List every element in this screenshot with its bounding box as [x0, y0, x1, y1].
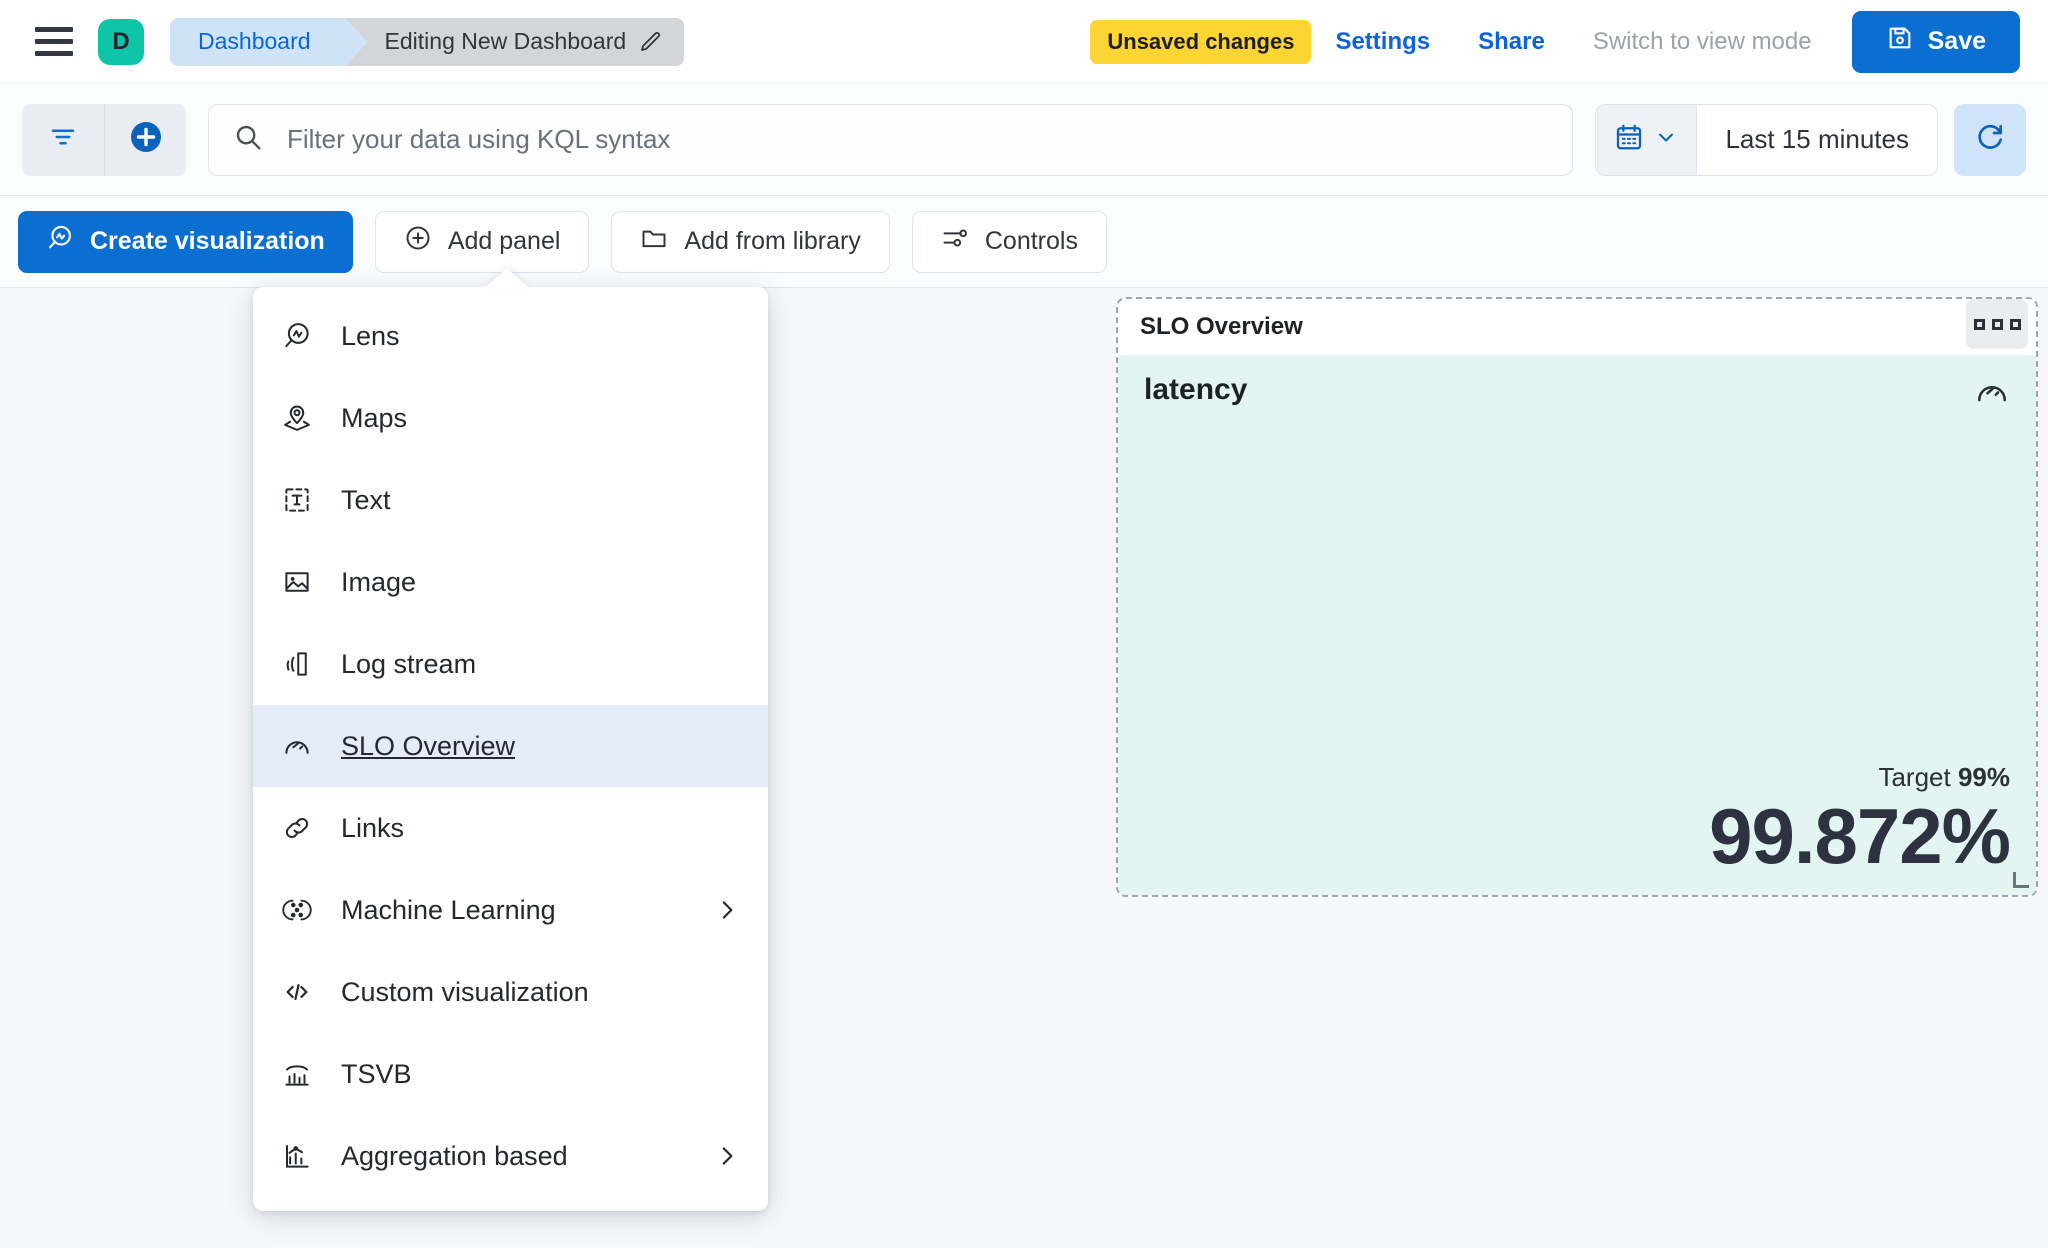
machine-learning-icon: [281, 894, 313, 926]
filter-options-button[interactable]: [22, 104, 104, 176]
time-range-display[interactable]: Last 15 minutes: [1725, 124, 1909, 154]
slo-name: latency: [1144, 373, 1248, 406]
chevron-right-icon: [714, 1143, 740, 1169]
log-stream-icon: [281, 648, 313, 680]
menu-item-maps[interactable]: Maps: [253, 377, 768, 459]
aggregation-icon: [281, 1140, 313, 1172]
panel-resize-handle[interactable]: [2013, 872, 2029, 888]
controls-button[interactable]: Controls: [911, 210, 1107, 273]
slo-overview-content: latency Target 99% 99.872%: [1118, 355, 2036, 895]
menu-item-custom-visualization[interactable]: Custom visualization: [253, 951, 768, 1033]
chevron-right-icon: [714, 897, 740, 923]
refresh-icon: [1974, 121, 2006, 158]
pencil-icon[interactable]: [638, 30, 662, 54]
dashboard-panel-slo-overview[interactable]: SLO Overview latency Target: [1116, 297, 2038, 897]
breadcrumb-dashboard-label: Dashboard: [198, 28, 311, 54]
gauge-icon: [281, 730, 313, 762]
search-icon: [233, 122, 263, 157]
plus-circle-icon: [404, 224, 432, 259]
gauge-icon: [1974, 373, 2010, 414]
menu-item-text[interactable]: Text: [253, 459, 768, 541]
create-visualization-label: Create visualization: [90, 227, 325, 255]
slo-header-row: latency: [1144, 373, 2010, 414]
menu-item-label: SLO Overview: [341, 730, 516, 761]
add-panel-label: Add panel: [447, 227, 561, 255]
popover-arrow: [485, 268, 529, 288]
menu-item-slo-overview[interactable]: SLO Overview: [253, 705, 768, 787]
save-disk-icon: [1886, 24, 1914, 59]
panel-context-menu-icon[interactable]: [1966, 299, 2028, 349]
text-box-icon: [281, 484, 313, 516]
menu-item-links[interactable]: Links: [253, 787, 768, 869]
menu-item-machine-learning[interactable]: Machine Learning: [253, 869, 768, 951]
map-marker-icon: [281, 402, 313, 434]
save-button-label: Save: [1927, 27, 1986, 55]
add-circle-icon: [128, 119, 164, 160]
code-icon: [281, 976, 313, 1008]
menu-item-label: Custom visualization: [341, 976, 589, 1007]
space-avatar[interactable]: D: [98, 18, 144, 65]
date-picker: Last 15 minutes: [1595, 103, 1938, 176]
settings-link[interactable]: Settings: [1335, 27, 1431, 55]
filter-button-group: [22, 103, 186, 176]
menu-item-label: Text: [341, 484, 391, 515]
add-panel-menu: Lens Maps Text Image: [253, 268, 768, 1211]
date-quick-select-button[interactable]: [1596, 104, 1698, 175]
breadcrumb-editing-label: Editing New Dashboard: [384, 28, 627, 54]
app-header: D Dashboard Editing New Dashboard Unsave…: [0, 0, 2048, 84]
breadcrumb: Dashboard Editing New Dashboard: [170, 17, 685, 66]
save-button[interactable]: Save: [1851, 10, 2020, 73]
panel-title: SLO Overview: [1140, 313, 1303, 340]
menu-item-label: Maps: [341, 402, 408, 433]
menu-item-label: Links: [341, 812, 405, 843]
add-from-library-label: Add from library: [684, 227, 861, 255]
slo-target-value: 99%: [1957, 762, 2010, 792]
lens-icon: [46, 224, 74, 259]
menu-item-label: Aggregation based: [341, 1140, 568, 1171]
filter-icon: [48, 122, 78, 157]
controls-label: Controls: [984, 227, 1078, 255]
menu-item-tsvb[interactable]: TSVB: [253, 1033, 768, 1115]
header-actions: Unsaved changes Settings Share Switch to…: [1090, 10, 2048, 73]
search-input-wrapper[interactable]: Filter your data using KQL syntax: [208, 103, 1574, 176]
folder-icon: [640, 224, 668, 259]
chevron-down-icon: [1654, 125, 1678, 154]
menu-item-label: Log stream: [341, 648, 477, 679]
add-from-library-button[interactable]: Add from library: [611, 210, 890, 273]
menu-item-log-stream[interactable]: Log stream: [253, 623, 768, 705]
menu-item-lens[interactable]: Lens: [253, 295, 768, 377]
switch-to-view-mode-link[interactable]: Switch to view mode: [1592, 27, 1812, 55]
breadcrumb-editing-new-dashboard[interactable]: Editing New Dashboard: [344, 17, 685, 66]
add-panel-button[interactable]: Add panel: [374, 210, 590, 273]
menu-item-aggregation-based[interactable]: Aggregation based: [253, 1115, 768, 1197]
slo-sli-value: 99.872%: [1709, 792, 2011, 880]
unsaved-changes-badge[interactable]: Unsaved changes: [1090, 19, 1312, 64]
search-input[interactable]: Filter your data using KQL syntax: [287, 124, 671, 154]
create-visualization-button[interactable]: Create visualization: [18, 210, 353, 273]
share-link[interactable]: Share: [1478, 27, 1545, 55]
menu-item-label: Machine Learning: [341, 894, 556, 925]
image-icon: [281, 566, 313, 598]
slo-metrics: Target 99% 99.872%: [1144, 762, 2011, 880]
hamburger-menu-icon[interactable]: [32, 20, 76, 64]
menu-item-label: Lens: [341, 320, 400, 351]
breadcrumb-dashboard[interactable]: Dashboard: [170, 17, 367, 66]
slo-target-label: Target: [1878, 762, 1951, 792]
panel-header: SLO Overview: [1118, 299, 2036, 355]
tsvb-icon: [281, 1058, 313, 1090]
lens-icon: [281, 320, 313, 352]
dashboard-canvas: SLO Overview latency Target: [0, 288, 2048, 1248]
refresh-button[interactable]: [1954, 103, 2026, 176]
dashboard-edit-toolbar: Create visualization Add panel Add from …: [0, 196, 2048, 288]
menu-item-label: Image: [341, 566, 417, 597]
query-bar: Filter your data using KQL syntax Last 1…: [0, 84, 2048, 196]
calendar-icon: [1614, 122, 1644, 157]
add-filter-button[interactable]: [104, 103, 186, 176]
link-icon: [281, 812, 313, 844]
slo-target: Target 99%: [1144, 762, 2010, 793]
menu-item-label: TSVB: [341, 1058, 412, 1089]
menu-item-image[interactable]: Image: [253, 541, 768, 623]
controls-icon: [941, 224, 969, 259]
